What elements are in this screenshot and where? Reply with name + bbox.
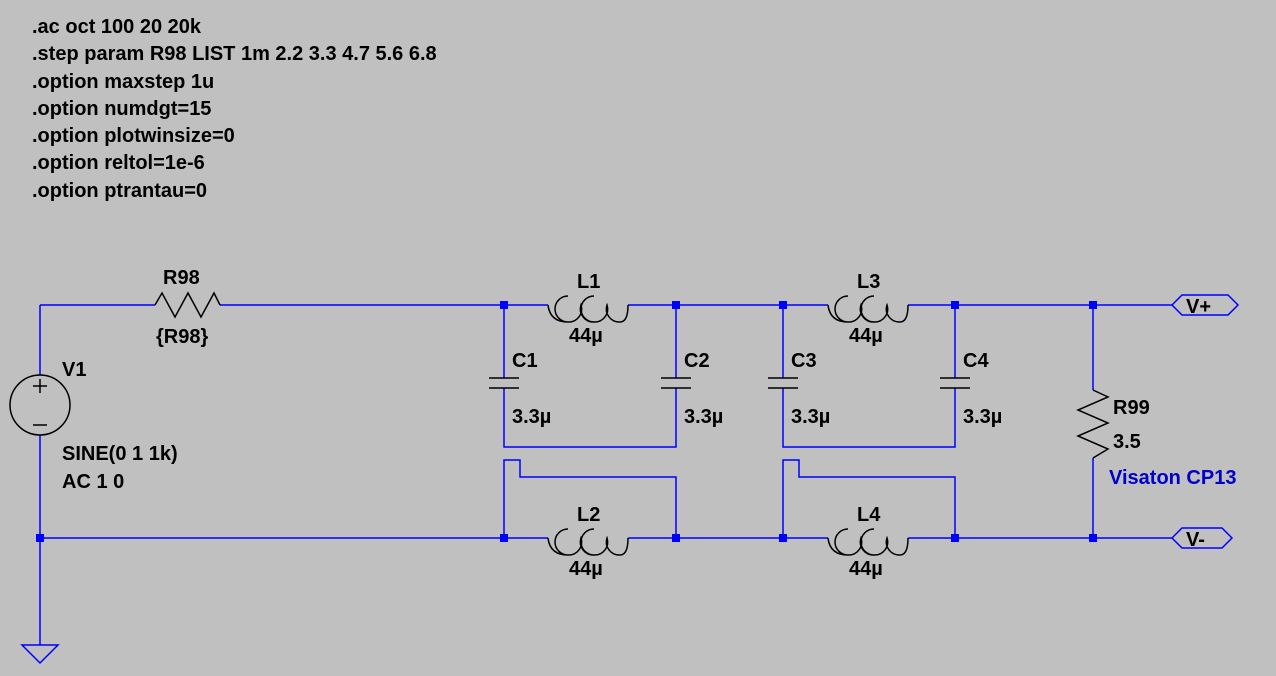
component-value: SINE(0 1 1k) <box>62 443 178 465</box>
component-name: V1 <box>62 359 86 381</box>
capacitor-icon <box>661 377 691 389</box>
component-name: L1 <box>577 271 600 293</box>
junction-dot <box>1089 534 1097 542</box>
voltage-source-icon <box>9 374 71 436</box>
component-value: 3.5 <box>1113 431 1141 453</box>
resistor-r99[interactable]: R99 3.5 Visaton CP13 <box>1076 389 1236 489</box>
component-value: 3.3µ <box>512 406 551 428</box>
resistor-icon <box>154 291 221 319</box>
capacitor-c1[interactable]: C1 3.3µ <box>489 350 551 428</box>
junction-dot <box>1089 301 1097 309</box>
junction-dot <box>672 301 680 309</box>
port-flag-icon <box>1170 527 1234 549</box>
junction-dot <box>672 534 680 542</box>
ground-icon[interactable] <box>20 644 60 665</box>
component-name: R98 <box>163 267 200 289</box>
directive-line[interactable]: .step param R98 LIST 1m 2.2 3.3 4.7 5.6 … <box>32 43 437 66</box>
component-name: R99 <box>1113 397 1150 419</box>
capacitor-icon <box>940 377 970 389</box>
port-label: V- <box>1186 529 1205 551</box>
component-name: C2 <box>684 350 710 372</box>
directive-line[interactable]: .option maxstep 1u <box>32 70 215 93</box>
junction-dot <box>779 534 787 542</box>
junction-dot <box>500 534 508 542</box>
spice-directives: .ac oct 100 20 20k .step param R98 LIST … <box>32 14 437 205</box>
port-v-plus[interactable]: V+ <box>1170 294 1240 318</box>
port-flag-icon <box>1170 294 1240 316</box>
component-value: 3.3µ <box>791 406 830 428</box>
inductor-icon <box>547 295 629 323</box>
component-name: L2 <box>577 504 600 526</box>
component-name: C4 <box>963 350 989 372</box>
capacitor-c4[interactable]: C4 3.3µ <box>940 350 1002 428</box>
component-value: {R98} <box>156 326 208 348</box>
port-label: V+ <box>1186 296 1211 318</box>
wire-cross-1[interactable] <box>503 459 677 538</box>
junction-dot <box>500 301 508 309</box>
directive-line[interactable]: .ac oct 100 20 20k <box>32 16 202 38</box>
resistor-r98[interactable]: R98 {R98} <box>154 267 221 348</box>
component-value: 44µ <box>569 325 603 347</box>
directive-line[interactable]: .option ptrantau=0 <box>32 179 207 202</box>
component-value: 44µ <box>569 558 603 580</box>
component-name: C1 <box>512 350 538 372</box>
component-value: 3.3µ <box>684 406 723 428</box>
capacitor-c2[interactable]: C2 3.3µ <box>661 350 723 428</box>
wire-c1[interactable] <box>503 305 677 448</box>
inductor-icon <box>827 295 909 323</box>
inductor-icon <box>547 528 629 556</box>
junction-dot <box>779 301 787 309</box>
polarity-marks <box>33 379 47 426</box>
directive-line[interactable]: .option plotwinsize=0 <box>32 125 235 148</box>
port-v-minus[interactable]: V- <box>1170 527 1234 551</box>
resistor-icon <box>1076 389 1110 459</box>
wires <box>39 304 1172 645</box>
inductor-icon <box>827 528 909 556</box>
capacitor-icon <box>489 377 519 389</box>
capacitor-icon <box>768 377 798 389</box>
capacitor-c3[interactable]: C3 3.3µ <box>768 350 830 428</box>
component-note: Visaton CP13 <box>1109 467 1236 489</box>
inductor-l3[interactable]: L3 44µ <box>827 271 909 347</box>
inductor-l2[interactable]: L2 44µ <box>547 504 629 580</box>
directive-line[interactable]: .option numdgt=15 <box>32 97 212 120</box>
voltage-source-v1[interactable]: V1 SINE(0 1 1k) AC 1 0 <box>9 359 178 493</box>
component-name: C3 <box>791 350 817 372</box>
junction-dot <box>36 534 44 542</box>
component-value: AC 1 0 <box>62 471 124 493</box>
component-name: L3 <box>857 271 880 293</box>
component-value: 3.3µ <box>963 406 1002 428</box>
component-value: 44µ <box>849 325 883 347</box>
junctions <box>36 301 1097 542</box>
component-name: L4 <box>857 504 881 526</box>
wire-c3[interactable] <box>782 305 956 448</box>
inductor-l4[interactable]: L4 44µ <box>827 504 909 580</box>
component-value: 44µ <box>849 558 883 580</box>
junction-dot <box>951 301 959 309</box>
inductor-l1[interactable]: L1 44µ <box>547 271 629 347</box>
junction-dot <box>951 534 959 542</box>
wire-cross-2[interactable] <box>782 459 956 538</box>
directive-line[interactable]: .option reltol=1e-6 <box>32 152 205 175</box>
